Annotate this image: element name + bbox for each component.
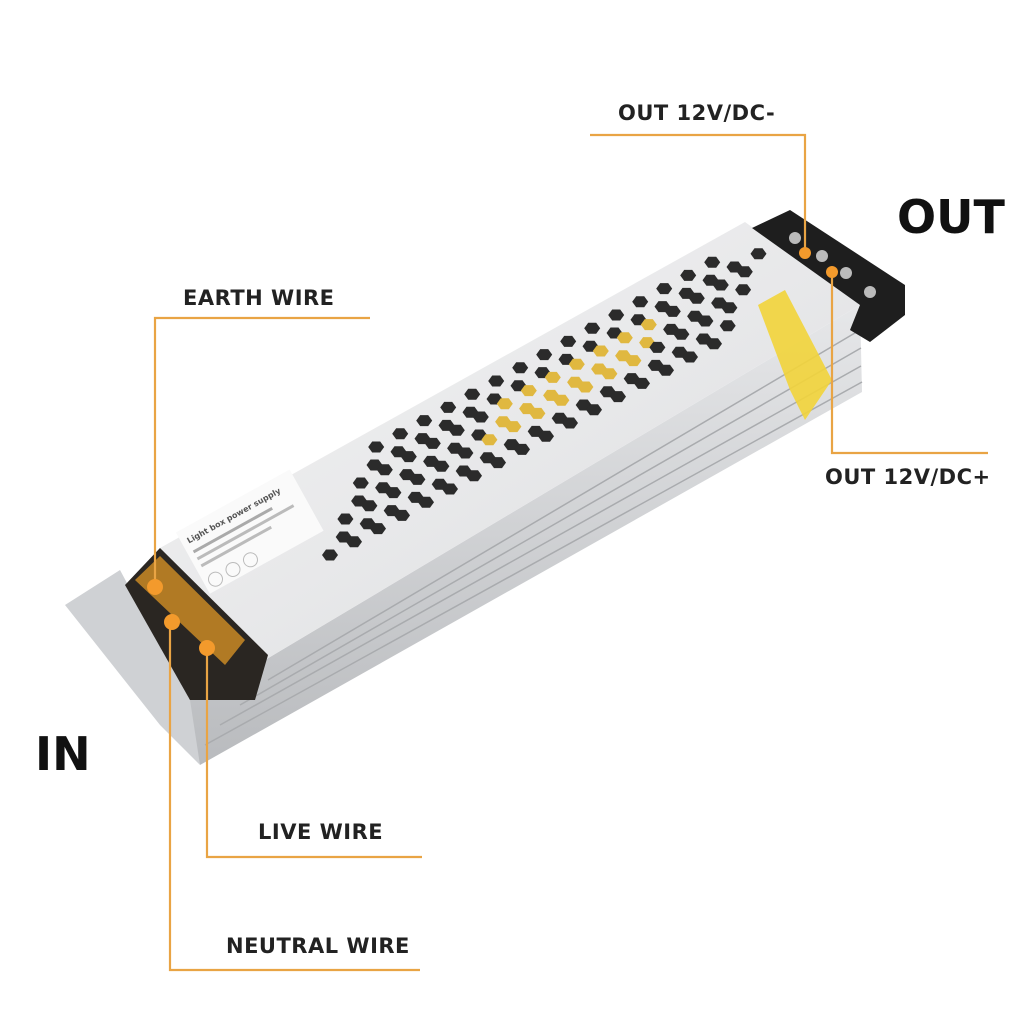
vent-hole (721, 302, 738, 314)
callout-lines (153, 133, 988, 972)
spec-label: Light box power supply (175, 469, 324, 594)
vent-hole (649, 341, 666, 353)
vent-hole (704, 256, 721, 268)
out-pos-callout-line (830, 272, 988, 455)
vent-hole (640, 319, 657, 331)
yellow-tape (758, 290, 832, 420)
vent-hole (352, 477, 369, 489)
live-callout-line (205, 648, 422, 859)
vent-hole (481, 434, 498, 446)
vent-hole (322, 549, 338, 561)
vent-hole (496, 398, 513, 410)
vent-hole (680, 269, 697, 281)
vent-hole (610, 391, 626, 403)
earth-dot (147, 579, 163, 595)
earth-callout-line (153, 316, 370, 585)
vent-hole (682, 351, 698, 363)
vent-hole (586, 404, 602, 416)
vent-hole (735, 284, 752, 296)
vent-hole (400, 451, 417, 463)
vent-hole (457, 447, 474, 459)
neutral-wire-label: NEUTRAL WIRE (226, 934, 410, 958)
vent-hole (658, 364, 674, 376)
vent-hole (608, 309, 625, 321)
vent-hole (337, 513, 354, 525)
vent-hole (544, 371, 561, 383)
input-terminal-cover (135, 556, 245, 665)
vent-hole (560, 335, 577, 347)
neutral-dot (164, 614, 180, 630)
vent-hole (466, 470, 482, 482)
vent-hole (433, 460, 450, 472)
vent-hole (514, 443, 530, 455)
vent-hole (361, 500, 378, 512)
heatsink-fins (204, 329, 863, 746)
vent-hole (736, 266, 753, 278)
vent-hole (394, 509, 410, 521)
vent-hole (688, 292, 705, 304)
neutral-callout-line (168, 622, 420, 972)
vent-hole (442, 483, 458, 495)
vent-hole (529, 407, 546, 419)
out-neg-dot (799, 247, 811, 259)
vent-hole (601, 368, 618, 380)
vent-hole (656, 283, 673, 295)
vent-hole (392, 428, 409, 440)
out-neg-label: OUT 12V/DC- (618, 101, 776, 125)
vent-hole (488, 375, 505, 387)
vent-hole (409, 473, 426, 485)
ventilation-holes (322, 248, 767, 561)
vent-hole (553, 394, 570, 406)
vent-hole (584, 322, 601, 334)
live-dot (199, 640, 215, 656)
earth-wire-label: EARTH WIRE (183, 286, 335, 310)
callout-dots (147, 247, 838, 656)
vent-hole (370, 523, 386, 535)
vent-hole (616, 332, 633, 344)
vent-hole (520, 385, 537, 397)
in-label: IN (35, 727, 91, 781)
vent-hole (568, 358, 585, 370)
vent-hole (448, 424, 465, 436)
vent-hole (719, 320, 736, 332)
out-label: OUT (897, 190, 1005, 244)
vent-hole (424, 437, 441, 449)
vent-hole (512, 362, 529, 374)
vent-hole (664, 305, 681, 317)
vent-hole (592, 345, 609, 357)
vent-hole (632, 296, 649, 308)
vent-hole (706, 338, 722, 350)
out-pos-label: OUT 12V/DC+ (825, 465, 991, 489)
vent-hole (697, 315, 714, 327)
vent-hole (472, 411, 489, 423)
vent-hole (577, 381, 594, 393)
vent-hole (385, 487, 402, 499)
vent-hole (634, 377, 650, 389)
vent-hole (538, 430, 554, 442)
vent-hole (440, 401, 457, 413)
vent-hole (505, 421, 522, 433)
live-wire-label: LIVE WIRE (258, 820, 384, 844)
vent-hole (490, 457, 506, 469)
terminal-screws (789, 232, 876, 298)
vent-hole (416, 415, 433, 427)
vent-hole (536, 349, 553, 361)
vent-hole (625, 355, 642, 367)
vent-hole (368, 441, 385, 453)
out-pos-dot (826, 266, 838, 278)
vent-hole (346, 536, 362, 548)
mounting-flange (65, 570, 200, 765)
vent-hole (418, 496, 434, 508)
out-neg-callout-line (590, 133, 807, 253)
vent-hole (376, 464, 393, 476)
vent-hole (464, 388, 481, 400)
vent-hole (712, 279, 729, 291)
vent-hole (673, 328, 690, 340)
vent-hole (562, 417, 578, 429)
vent-hole (750, 248, 767, 260)
